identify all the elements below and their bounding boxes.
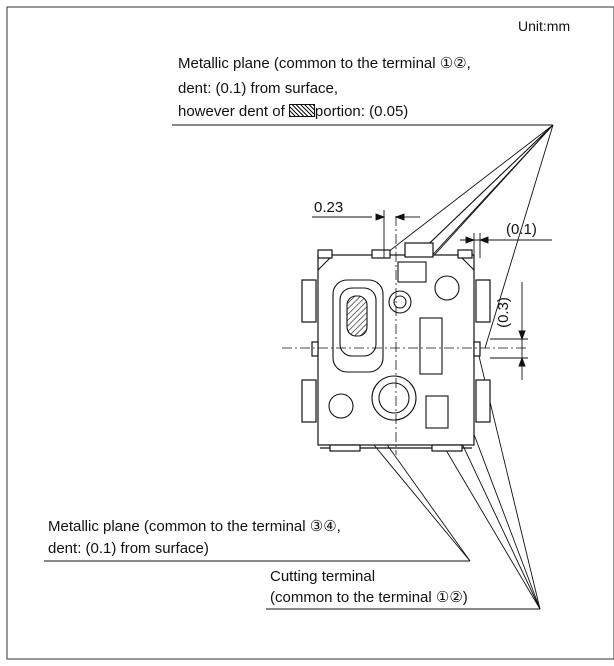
dim-03-label: (0.3) (494, 297, 512, 328)
outer-border (6, 6, 614, 660)
dim-03-lines (490, 282, 528, 380)
hatch-swatch-icon (288, 104, 315, 117)
center-lines (282, 216, 526, 455)
component-features (317, 257, 475, 429)
unit-label: Unit:mm (518, 18, 571, 34)
top-callout-line-3-prefix: however dent of (178, 103, 289, 120)
top-callout-line-3: however dent of portion: (0.05) (178, 103, 408, 121)
top-callout-line-3-suffix: portion: (0.05) (314, 103, 409, 120)
dim-023-lines (312, 210, 420, 258)
right-callout-line-2: (common to the terminal ①②) (270, 589, 468, 606)
dim-023-label: 0.23 (314, 199, 344, 216)
dim-01-label: (0.1) (506, 221, 537, 238)
dim-01-lines (460, 233, 552, 258)
left-callout-line-2: dent: (0.1) from surface) (48, 540, 209, 557)
left-callout-line-1: Metallic plane (common to the terminal ③… (48, 518, 341, 535)
top-callout-line-1: Metallic plane (common to the terminal ①… (178, 55, 471, 72)
right-callout-line-1: Cutting terminal (270, 568, 376, 585)
top-callout-line-2: dent: (0.1) from surface, (178, 80, 339, 97)
